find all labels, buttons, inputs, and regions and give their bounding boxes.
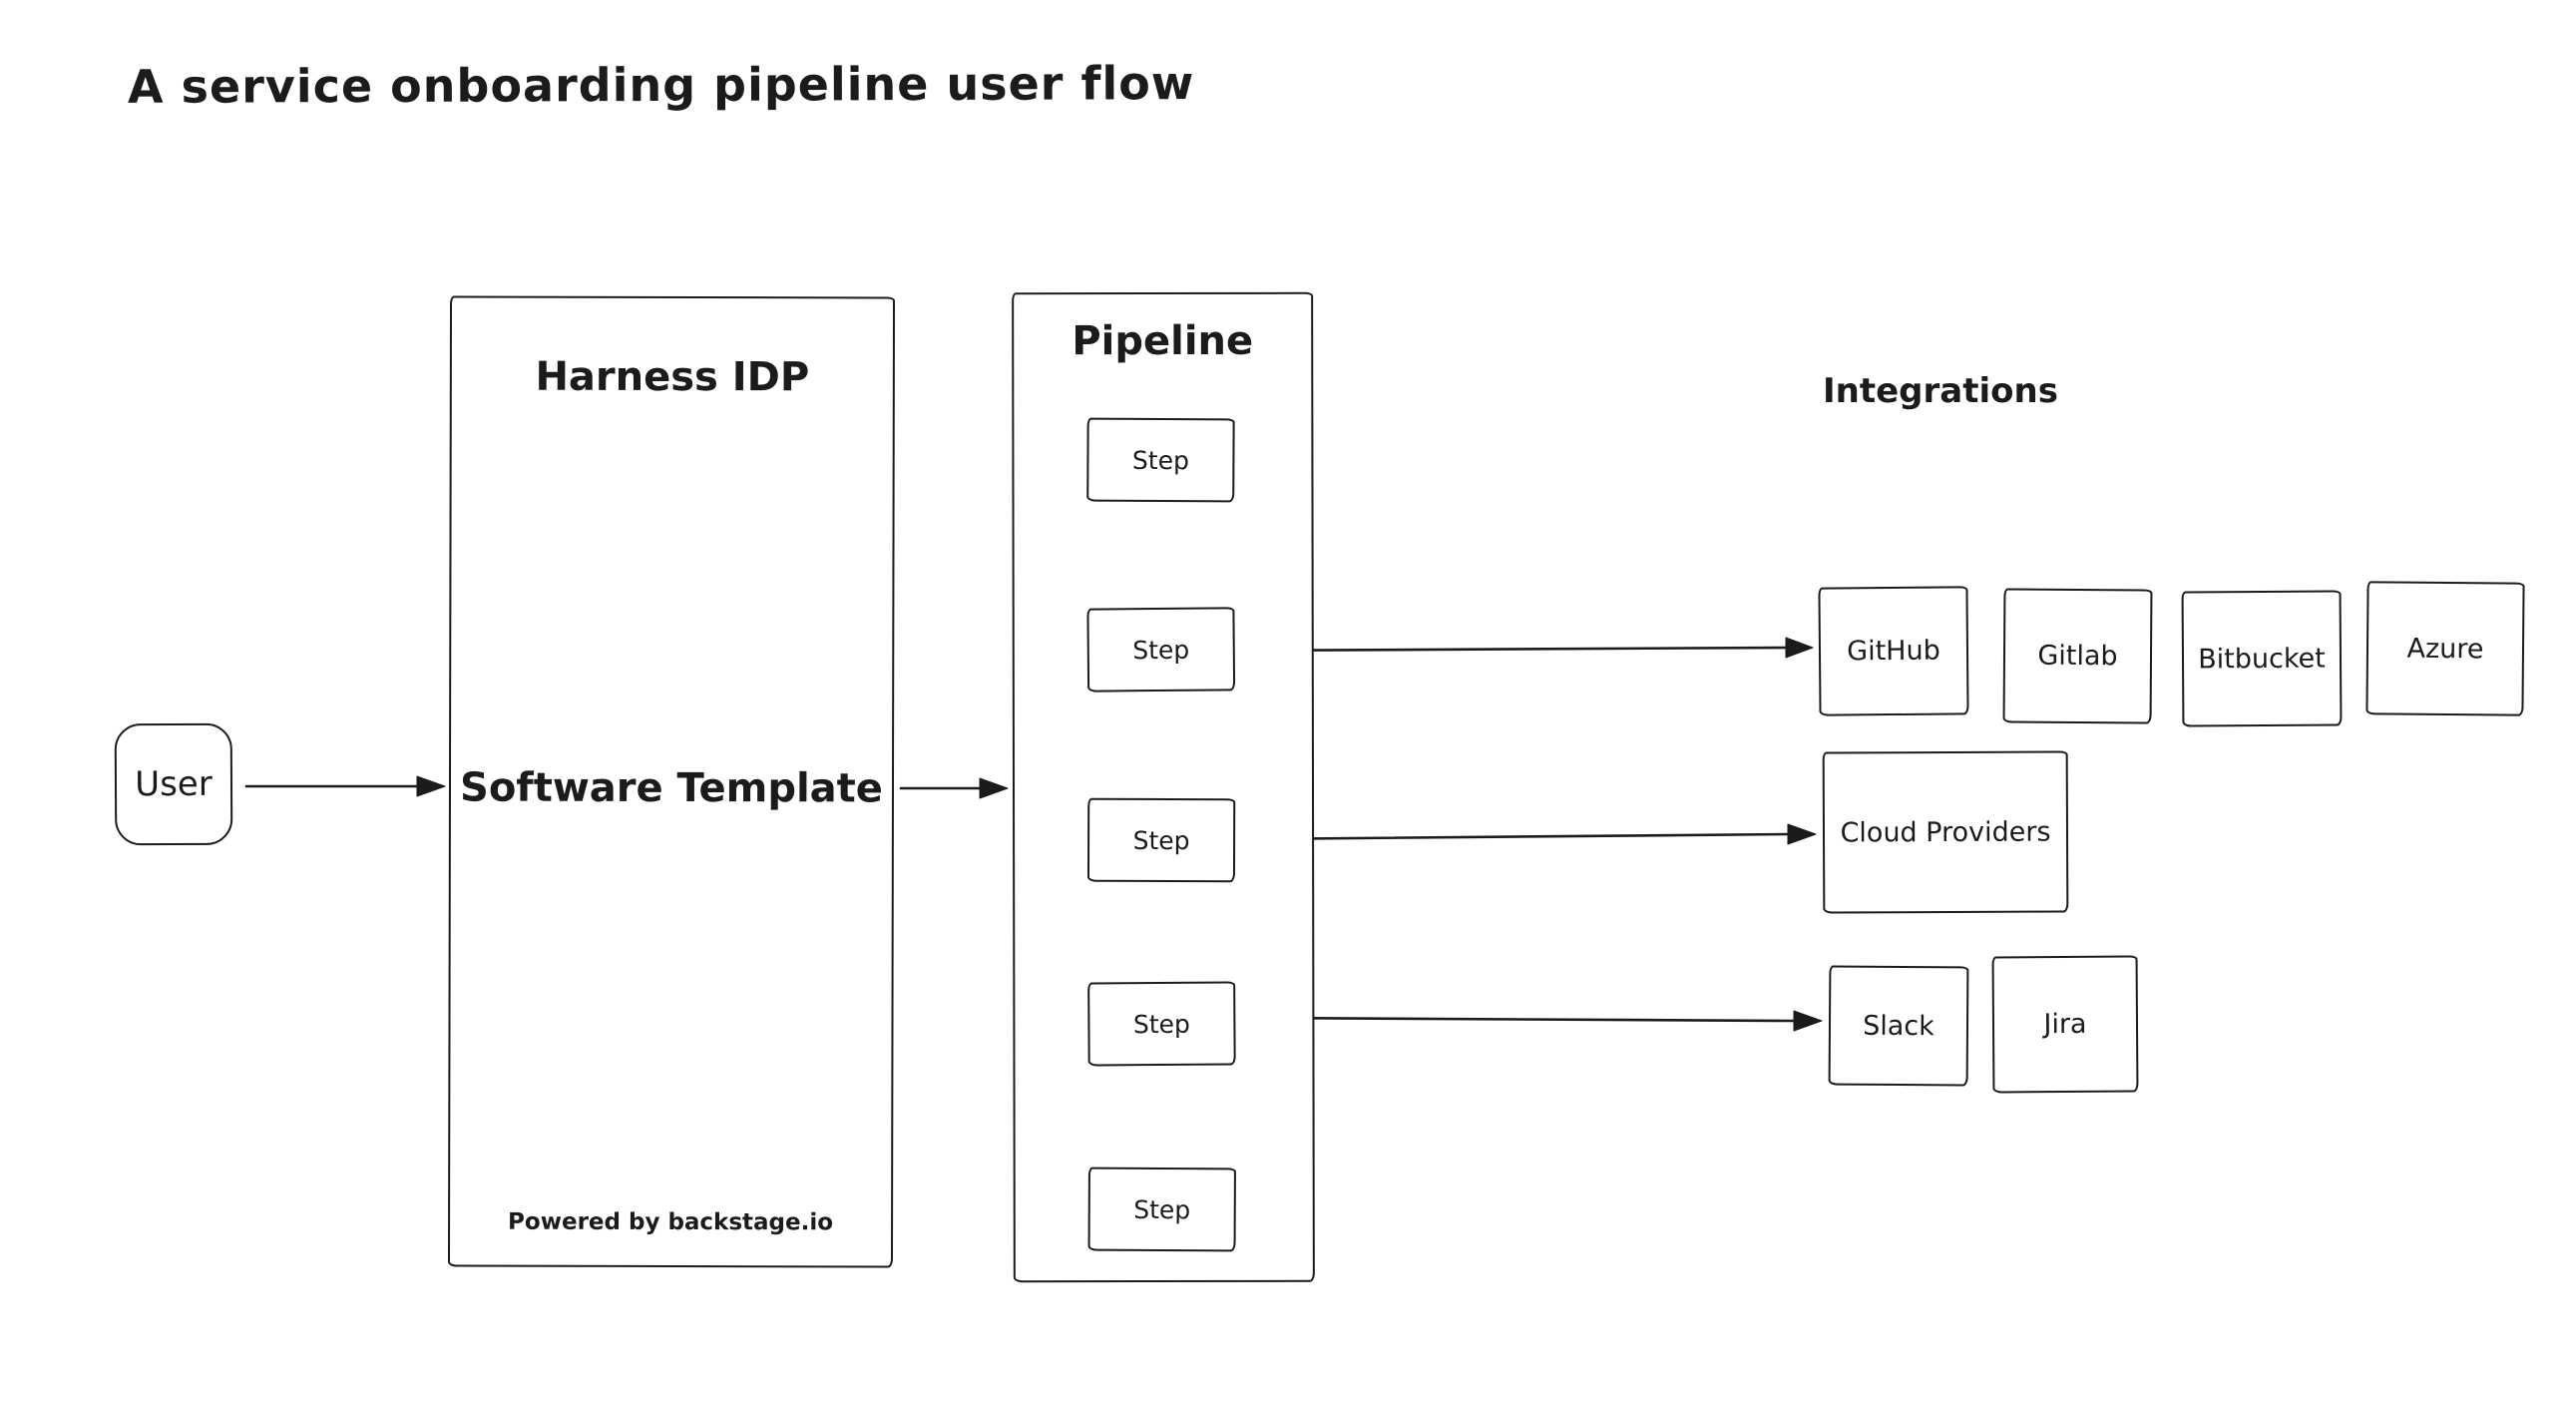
pipeline-heading: Pipeline: [1072, 317, 1254, 365]
arrow-step4-to-collab[interactable]: [1246, 1010, 1823, 1032]
arrow-step2-to-scm[interactable]: [1237, 637, 1814, 659]
step-label: Step: [1133, 1194, 1191, 1224]
gitlab-label: Gitlab: [2037, 640, 2118, 673]
github-label: GitHub: [1847, 635, 1940, 668]
pipeline-step-4[interactable]: Step: [1087, 981, 1236, 1067]
jira-label: Jira: [2043, 1008, 2087, 1041]
github-node[interactable]: GitHub: [1818, 586, 1969, 716]
pipeline-step-1[interactable]: Step: [1086, 417, 1235, 503]
step-label: Step: [1131, 445, 1189, 475]
step-label: Step: [1132, 825, 1190, 855]
pipeline-step-2[interactable]: Step: [1086, 607, 1236, 693]
step-label: Step: [1132, 635, 1190, 665]
bitbucket-node[interactable]: Bitbucket: [2181, 590, 2343, 727]
cloud-providers-node[interactable]: Cloud Providers: [1822, 750, 2069, 914]
azure-node[interactable]: Azure: [2365, 581, 2525, 716]
user-node[interactable]: User: [114, 722, 233, 846]
harness-idp-node[interactable]: Harness IDP Software Template Powered by…: [447, 295, 896, 1268]
pipeline-node[interactable]: Pipeline Step Step Step Step Step: [1012, 291, 1315, 1283]
user-label: User: [135, 763, 213, 805]
bitbucket-label: Bitbucket: [2198, 643, 2326, 675]
arrow-step3-to-cloud-providers[interactable]: [1242, 823, 1817, 845]
integrations-heading: Integrations: [1823, 371, 2058, 411]
step-label: Step: [1132, 1009, 1190, 1039]
arrow-user-to-harness[interactable]: [244, 775, 446, 797]
software-template-label: Software Template: [459, 764, 883, 812]
powered-by-backstage-label: Powered by backstage.io: [508, 1208, 834, 1236]
pipeline-step-5[interactable]: Step: [1087, 1167, 1236, 1252]
cloud-providers-label: Cloud Providers: [1840, 816, 2051, 848]
azure-label: Azure: [2406, 633, 2484, 665]
jira-node[interactable]: Jira: [1991, 955, 2139, 1094]
gitlab-node[interactable]: Gitlab: [2002, 588, 2153, 724]
slack-label: Slack: [1863, 1010, 1934, 1042]
slack-node[interactable]: Slack: [1828, 965, 1969, 1087]
arrow-harness-to-pipeline[interactable]: [899, 777, 1009, 799]
pipeline-step-3[interactable]: Step: [1086, 797, 1236, 883]
harness-idp-heading: Harness IDP: [535, 353, 810, 401]
